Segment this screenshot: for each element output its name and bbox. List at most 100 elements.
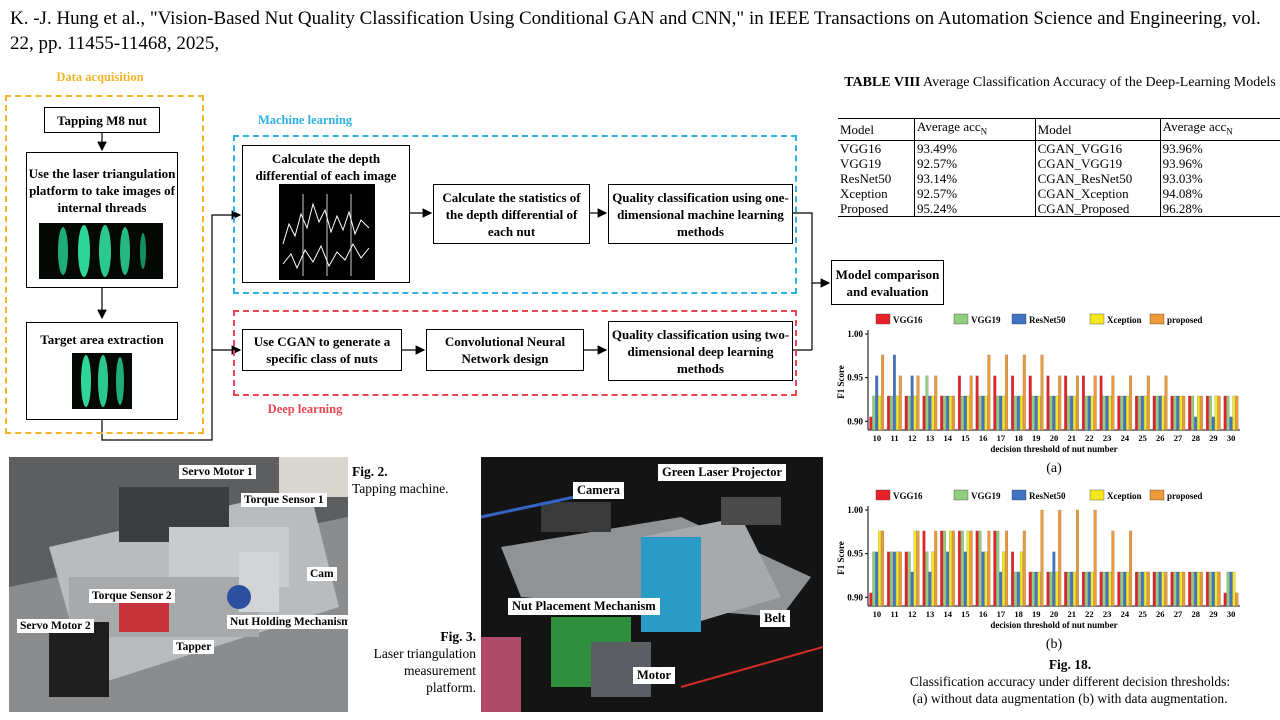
bar-proposed xyxy=(1022,354,1026,431)
bar-vgg16 xyxy=(1117,571,1121,607)
x-tick-label: 15 xyxy=(961,609,970,619)
bar-proposed xyxy=(1182,571,1186,607)
bar-proposed xyxy=(1164,375,1168,431)
x-tick-label: 18 xyxy=(1014,433,1023,443)
target-area-photo xyxy=(72,353,132,409)
bar-proposed xyxy=(1200,395,1203,431)
x-axis-label: decision threshold of nut number xyxy=(990,620,1117,630)
table-cell: 93.96% xyxy=(1159,140,1280,156)
x-tick-label: 28 xyxy=(1191,609,1200,619)
x-tick-label: 20 xyxy=(1050,609,1059,619)
table-cell: CGAN_VGG19 xyxy=(1034,155,1161,171)
bar-vgg16 xyxy=(957,375,961,431)
bar-xception xyxy=(1073,571,1076,607)
legend-label: proposed xyxy=(1167,491,1202,501)
depth-differential-text: Calculate the depth differential of each… xyxy=(255,151,397,183)
x-tick-label: 12 xyxy=(908,433,917,443)
x-tick-label: 13 xyxy=(926,433,935,443)
bar-resnet50 xyxy=(1176,571,1180,607)
bar-vgg16 xyxy=(1205,395,1209,431)
x-tick-label: 21 xyxy=(1067,433,1076,443)
bar-xception xyxy=(1037,395,1041,431)
label-nut-placement-mechanism: Nut Placement Mechanism xyxy=(508,598,660,615)
x-tick-label: 22 xyxy=(1085,433,1094,443)
bar-resnet50 xyxy=(1123,571,1127,607)
bar-proposed xyxy=(898,551,902,607)
bar-proposed xyxy=(1164,571,1168,607)
bar-vgg19 xyxy=(943,530,947,607)
chart-sublabel: (b) xyxy=(1046,637,1063,652)
bar-xception xyxy=(878,530,882,607)
x-tick-label: 10 xyxy=(873,433,882,443)
bar-vgg19 xyxy=(925,375,929,431)
bar-vgg19 xyxy=(996,395,1000,431)
x-tick-label: 23 xyxy=(1103,433,1112,443)
label-belt: Belt xyxy=(760,610,790,627)
bar-xception xyxy=(1002,395,1006,431)
depth-plot-photo xyxy=(279,184,375,280)
bar-proposed xyxy=(898,375,902,431)
bar-vgg16 xyxy=(869,592,873,607)
legend-label: Xception xyxy=(1107,315,1142,325)
bar-vgg19 xyxy=(890,551,893,607)
table-header-acc2: Average accN xyxy=(1159,118,1280,141)
acc-label: Average acc xyxy=(917,119,981,134)
bar-proposed xyxy=(1182,395,1186,431)
bar-vgg19 xyxy=(872,551,876,607)
table-cell: 92.57% xyxy=(914,185,1036,201)
bar-vgg16 xyxy=(1099,375,1103,431)
x-tick-label: 10 xyxy=(873,609,882,619)
table-cell: 93.96% xyxy=(1159,155,1280,171)
bar-proposed xyxy=(1058,375,1062,431)
bar-resnet50 xyxy=(999,395,1003,431)
bar-resnet50 xyxy=(1158,395,1162,431)
bar-xception xyxy=(1143,571,1147,607)
bar-vgg16 xyxy=(1170,571,1174,607)
bar-xception xyxy=(1214,571,1218,607)
bar-xception xyxy=(913,395,917,431)
table-cell: 93.14% xyxy=(914,170,1036,186)
x-tick-label: 26 xyxy=(1156,433,1165,443)
legend-label: VGG19 xyxy=(971,491,1001,501)
bar-proposed xyxy=(1200,571,1203,607)
legend-label: ResNet50 xyxy=(1029,491,1066,501)
bar-vgg16 xyxy=(1099,571,1103,607)
legend-label: VGG16 xyxy=(893,315,923,325)
bar-resnet50 xyxy=(928,395,932,431)
bar-resnet50 xyxy=(1211,571,1215,607)
bar-xception xyxy=(1055,571,1059,607)
bar-xception xyxy=(1161,571,1165,607)
paper-citation: K. -J. Hung et al., "Vision-Based Nut Qu… xyxy=(10,8,1261,54)
bar-vgg19 xyxy=(978,530,982,607)
bar-resnet50 xyxy=(1070,395,1073,431)
bar-xception xyxy=(1232,395,1236,431)
bar-resnet50 xyxy=(1123,395,1127,431)
label-cam: Cam xyxy=(307,567,337,581)
x-tick-label: 14 xyxy=(943,433,952,443)
x-tick-label: 29 xyxy=(1209,433,1218,443)
bar-vgg19 xyxy=(1031,571,1035,607)
bar-proposed xyxy=(1129,375,1133,431)
bar-resnet50 xyxy=(999,571,1003,607)
fig3-caption: Fig. 3. Laser triangulation measurement … xyxy=(350,628,476,696)
bar-resnet50 xyxy=(1141,571,1144,607)
label-servo-motor-1: Servo Motor 1 xyxy=(179,465,256,479)
bar-proposed xyxy=(1093,509,1097,607)
bar-vgg19 xyxy=(996,530,1000,607)
x-tick-label: 14 xyxy=(943,609,952,619)
tapping-machine-illustration xyxy=(9,457,348,712)
legend-swatch xyxy=(1089,313,1105,325)
bar-vgg16 xyxy=(887,395,890,431)
x-tick-label: 27 xyxy=(1174,609,1183,619)
deep-learning-region xyxy=(233,310,797,396)
data-acquisition-region xyxy=(5,95,204,434)
legend-swatch xyxy=(1011,313,1027,325)
bar-proposed xyxy=(1005,530,1009,607)
bar-xception xyxy=(1232,571,1236,607)
bar-proposed xyxy=(1005,354,1009,431)
bar-resnet50 xyxy=(1017,395,1020,431)
bar-vgg16 xyxy=(869,416,873,431)
table-title: TABLE VIII Average Classification Accura… xyxy=(840,73,1280,93)
x-tick-label: 17 xyxy=(997,433,1006,443)
bar-xception xyxy=(1090,571,1094,607)
